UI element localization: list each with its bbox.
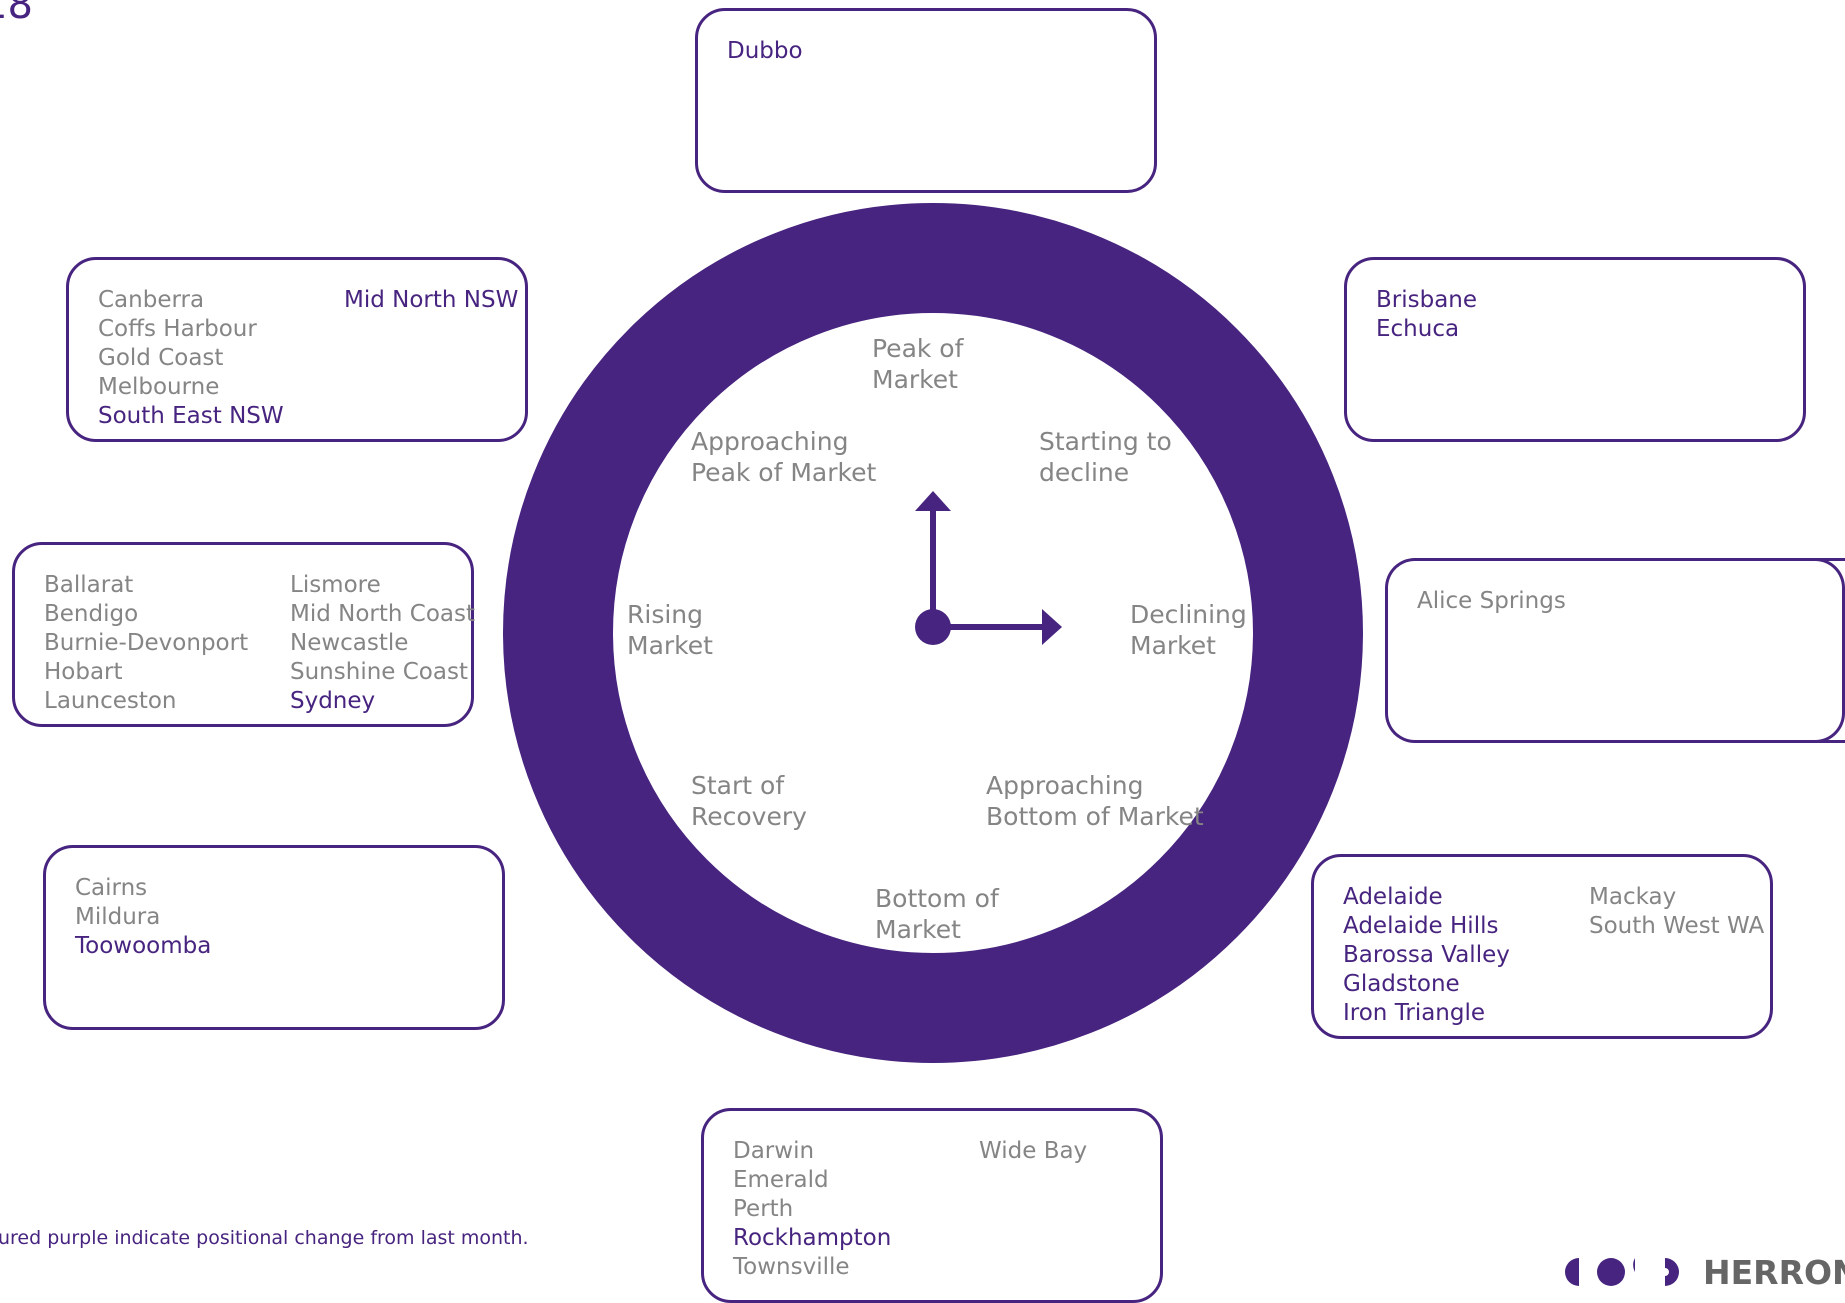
city-item: Bendigo [44,601,139,627]
city-item: Echuca [1376,316,1460,342]
box-declining-col1: Alice Springs [1417,587,1566,616]
city-item: Mackay [1589,884,1677,910]
herron-logo: HERRON [1565,1252,1845,1292]
box-approaching-peak-col2: Mid North NSW [344,286,518,315]
city-item: Toowoomba [75,933,212,959]
box-declining: Alice Springs [1385,558,1845,743]
city-item: Perth [733,1196,794,1222]
city-item: Townsville [733,1254,850,1280]
city-item: Barossa Valley [1343,942,1510,968]
city-item: Ballarat [44,572,134,598]
box-bottom-col2: Wide Bay [979,1137,1087,1166]
city-item: Iron Triangle [1343,1000,1486,1026]
city-item: Hobart [44,659,123,685]
city-item: Cairns [75,875,148,901]
logo-wordmark: HERRON [1703,1252,1845,1292]
box-peak-col1: Dubbo [727,37,803,66]
minute-hand-arrowhead [1042,609,1062,645]
city-item: South East NSW [98,403,284,429]
clock-ring [503,203,1363,1063]
city-item: Adelaide [1343,884,1443,910]
city-item: Brisbane [1376,287,1478,313]
city-item: Burnie-Devonport [44,630,249,656]
city-item: Mid North Coast [290,601,476,627]
city-item: Sydney [290,688,376,714]
city-item: Wide Bay [979,1138,1088,1164]
footnote: ured purple indicate positional change f… [0,1227,529,1249]
city-item: Gladstone [1343,971,1460,997]
city-item: Adelaide Hills [1343,913,1499,939]
city-item: Rockhampton [733,1225,892,1251]
city-item: Alice Springs [1417,588,1566,614]
city-item: Darwin [733,1138,815,1164]
city-item: Newcastle [290,630,409,656]
city-item: Gold Coast [98,345,224,371]
city-item: Canberra [98,287,205,313]
city-item: South West WA [1589,913,1765,939]
city-item: Sunshine Coast [290,659,468,685]
clock-center [915,609,951,645]
box-peak: Dubbo [695,8,1157,193]
hour-hand-arrowhead [915,491,951,511]
city-item: Dubbo [727,38,803,64]
box-declining-edge [1815,558,1845,743]
city-item: Mildura [75,904,161,930]
city-item: Melbourne [98,374,220,400]
page-title-fragment: 18 [0,0,33,28]
logo-mark-icon [1565,1258,1679,1286]
city-item: Emerald [733,1167,829,1193]
city-item: Lismore [290,572,381,598]
city-item: Launceston [44,688,177,714]
city-item: Coffs Harbour [98,316,257,342]
city-item: Mid North NSW [344,287,519,313]
